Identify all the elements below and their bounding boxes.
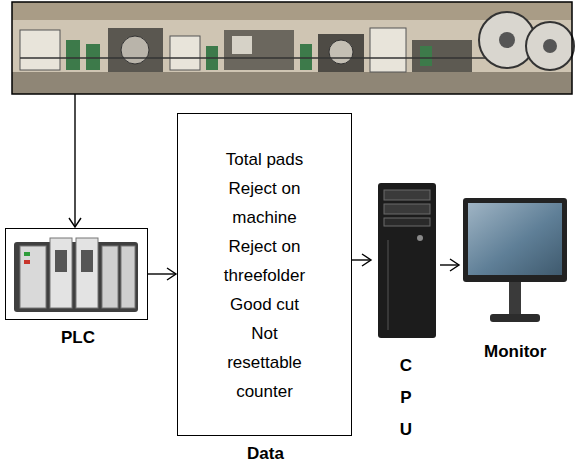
- wall-band: [12, 2, 572, 20]
- node-label-text: Monitor: [484, 342, 546, 361]
- status-led: [24, 260, 30, 264]
- machine-web: [20, 57, 565, 59]
- monitor-box: Monitor: [460, 195, 570, 335]
- machine-panel: [370, 28, 406, 72]
- power-button: [417, 235, 423, 241]
- machine-part: [412, 40, 472, 72]
- flow-arrow: [148, 273, 176, 274]
- node-label: C P U: [399, 350, 413, 446]
- plc-module: [121, 246, 135, 308]
- data-item: Reject on threefolder: [215, 232, 315, 290]
- node-label: Data: [247, 443, 284, 465]
- monitor-bezel: [463, 198, 567, 282]
- machine-part: [108, 28, 163, 72]
- flow-arrow: [352, 259, 371, 260]
- drive-bay: [384, 190, 430, 200]
- machine-part: [86, 44, 100, 70]
- drive-bay: [384, 218, 430, 226]
- photo-frame: [12, 2, 572, 94]
- node-label-text: PLC: [61, 328, 95, 347]
- plc-module: [76, 238, 98, 308]
- data-item: Good cut: [215, 290, 315, 319]
- data-item: Not resettable counter: [215, 319, 315, 406]
- cpu-tower: [378, 183, 436, 338]
- machine-part: [300, 44, 312, 70]
- cpu-box: C P U: [372, 180, 440, 340]
- machine-panel: [20, 30, 60, 70]
- plc-module: [50, 238, 72, 308]
- monitor-stand: [509, 282, 521, 316]
- node-label-text: C P U: [400, 356, 412, 439]
- panel-line: [388, 240, 389, 330]
- machine-panel: [170, 36, 200, 70]
- drive-bay: [384, 204, 430, 214]
- data-item: Total pads: [215, 145, 315, 174]
- plc-module: [102, 246, 118, 308]
- machine-reel-hub: [543, 39, 557, 53]
- machine-part: [66, 40, 80, 70]
- data-box: Total padsReject on machineReject on thr…: [177, 113, 352, 436]
- plc-connector: [81, 250, 93, 272]
- signal-arrow: [74, 94, 75, 227]
- data-item: Reject on machine: [215, 174, 315, 232]
- monitor-screen: [468, 203, 562, 275]
- machine-part: [318, 34, 364, 72]
- flow-arrow: [440, 264, 459, 265]
- floor-band: [12, 72, 572, 94]
- machine-part: [420, 46, 432, 66]
- node-label: PLC: [61, 327, 95, 349]
- plc-module: [20, 246, 46, 308]
- plc-box: PLC: [5, 228, 148, 320]
- machine-reel: [526, 22, 574, 70]
- machine-part: [224, 30, 294, 70]
- node-label: Monitor: [484, 341, 546, 363]
- machine-roller: [121, 36, 149, 64]
- monitor-base: [490, 314, 540, 322]
- machine-roller: [329, 40, 353, 64]
- machine-photo: [12, 2, 572, 94]
- machine-part: [232, 36, 252, 54]
- node-label-text: Data: [247, 444, 284, 463]
- status-led: [24, 252, 30, 256]
- plc-connector: [55, 250, 67, 272]
- machine-reel-hub: [499, 32, 515, 48]
- text-column: Total padsReject on machineReject on thr…: [178, 145, 351, 406]
